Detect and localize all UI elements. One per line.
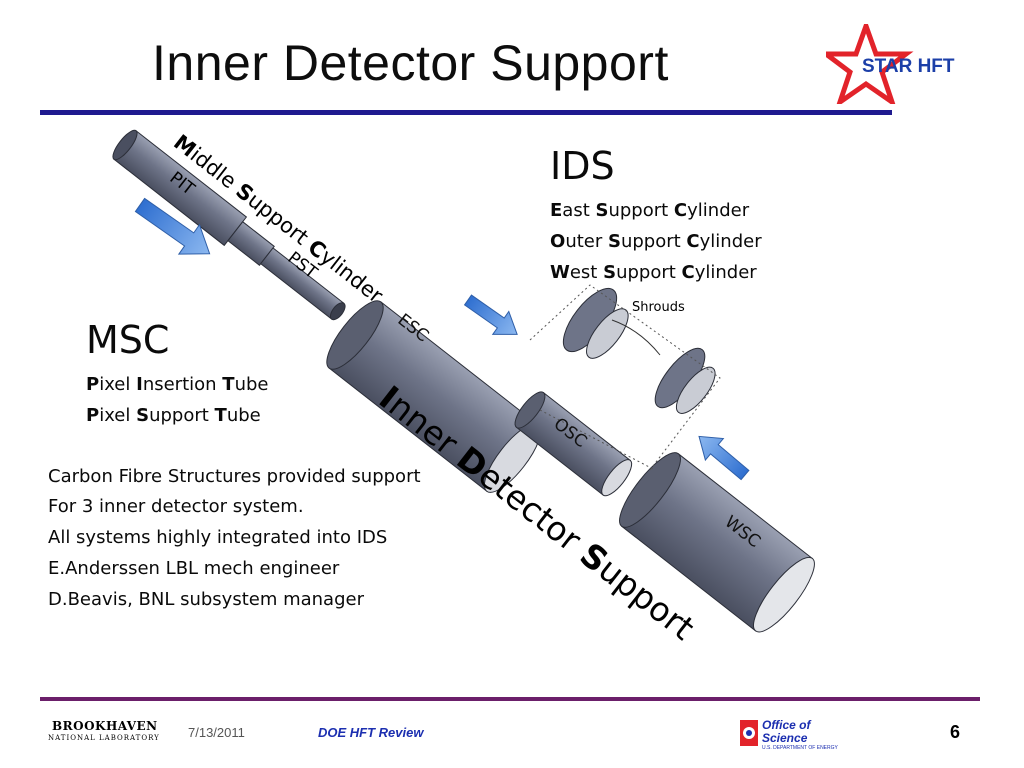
ids-heading: IDS bbox=[550, 144, 615, 188]
msc-line-pst: Pixel Support Tube bbox=[86, 405, 261, 426]
esc-cylinder bbox=[326, 300, 542, 493]
body-line-4: E.Anderssen LBL mech engineer bbox=[48, 558, 340, 579]
body-line-3: All systems highly integrated into IDS bbox=[48, 527, 388, 548]
footer-review-title: DOE HFT Review bbox=[318, 725, 424, 740]
title-underline bbox=[40, 110, 892, 115]
doe-logo-line2: Science bbox=[762, 731, 808, 745]
ids-line-east: East Support Cylinder bbox=[550, 200, 750, 221]
footer-rule bbox=[40, 697, 980, 701]
arrow-wsc bbox=[698, 435, 750, 481]
slide-title: Inner Detector Support bbox=[152, 35, 669, 91]
ids-line-west: West Support Cylinder bbox=[550, 262, 757, 283]
footer-date: 7/13/2011 bbox=[188, 725, 245, 740]
arrow-pit bbox=[134, 197, 211, 255]
doe-logo-line3: U.S. DEPARTMENT OF ENERGY bbox=[762, 745, 838, 751]
body-line-2: For 3 inner detector system. bbox=[48, 496, 304, 517]
star-logo-text: STAR HFT bbox=[862, 56, 955, 77]
wsc-cylinder bbox=[619, 452, 815, 633]
star-logo-icon bbox=[826, 24, 914, 104]
ids-line-outer: Outer Support Cylinder bbox=[550, 231, 762, 252]
bnl-logo-subtitle: NATIONAL LABORATORY bbox=[48, 734, 160, 742]
shroud-ring-lower bbox=[654, 347, 716, 414]
bnl-logo-name: BROOKHAVEN bbox=[52, 719, 158, 733]
msc-heading: MSC bbox=[86, 318, 170, 362]
doe-logo-icon bbox=[740, 720, 758, 746]
shroud-ring-upper bbox=[562, 287, 629, 359]
osc-cylinder bbox=[514, 391, 633, 497]
msc-line-pit: Pixel Insertion Tube bbox=[86, 374, 269, 395]
arrow-esc bbox=[463, 294, 518, 335]
page-number: 6 bbox=[950, 722, 961, 742]
doe-logo-line1: Office of bbox=[762, 718, 811, 732]
body-line-5: D.Beavis, BNL subsystem manager bbox=[48, 589, 364, 610]
body-line-1: Carbon Fibre Structures provided support bbox=[48, 466, 421, 487]
pit-tube bbox=[112, 129, 346, 321]
shrouds-label: Shrouds bbox=[632, 300, 685, 315]
